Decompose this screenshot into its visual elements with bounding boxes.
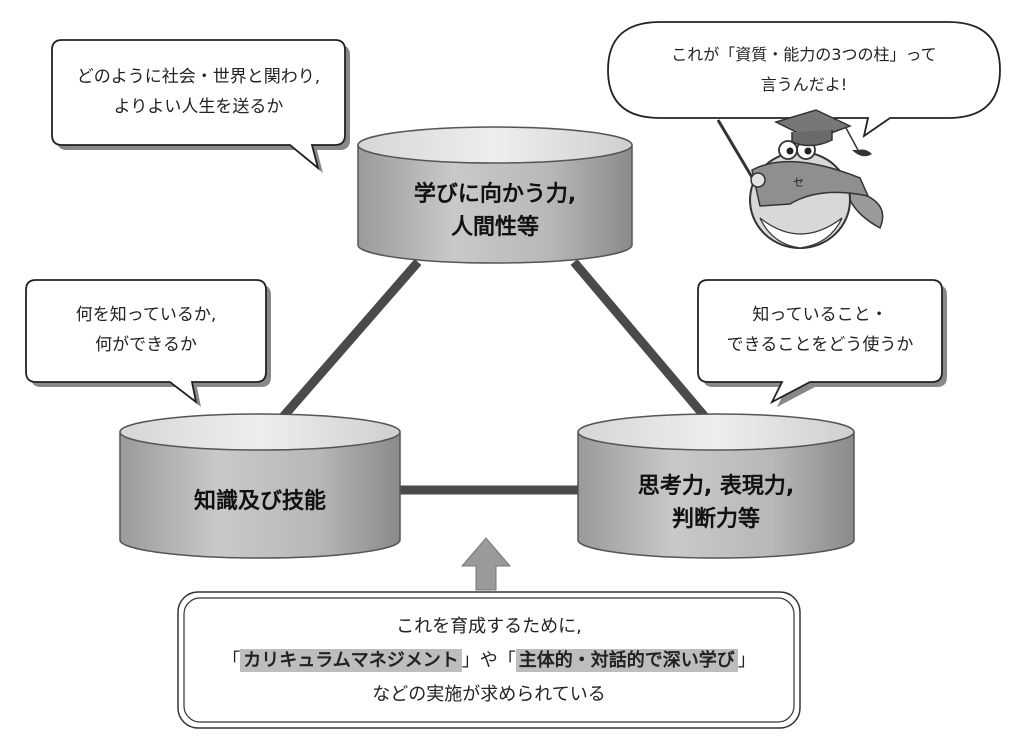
term-active-learning: 主体的・対話的で深い学び [515,649,738,672]
pillar-top-cylinder [357,126,633,264]
pillar-right-line2: 判断力等 [671,507,760,532]
bubble-mascot-shape [607,21,1001,139]
bracket-open-2: 「 [497,650,516,671]
bottom-note: これを育成するために, 「カリキュラムマネジメント」や「主体的・対話的で深い学び… [184,610,794,712]
connector-top-left [278,259,422,421]
bubble-mascot-line1: これが「資質・能力の3つの柱」って [671,45,937,64]
connector-ya: や [479,650,498,671]
bottom-box-shape [177,591,801,729]
bubble-left-line1: 何を知っているか, [75,305,217,325]
bubble-mascot-text: これが「資質・能力の3つの柱」って 言うんだよ! [608,40,1000,100]
bottom-line1: これを育成するために, [396,616,582,637]
bracket-close-1: 」 [461,650,480,671]
pillar-top-line2: 人間性等 [450,215,539,240]
bubble-left-shape [25,279,271,407]
pillar-right-cylinder [577,413,855,559]
bubble-top-left-line2: よりよい人生を送るか [113,97,284,117]
bottom-line3: などの実施が求められている [372,684,606,705]
pillar-left-line1: 知識及び技能 [193,489,326,514]
pillar-left-label: 知識及び技能 [120,485,400,518]
up-arrow-icon [460,537,512,591]
bubble-right-text: 知っていること・ できることをどう使うか [698,300,942,360]
bottom-line2: 「カリキュラムマネジメント」や「主体的・対話的で深い学び」 [184,644,794,678]
pillar-right-line1: 思考力, 表現力, [637,474,795,499]
bracket-close-2: 」 [737,650,756,671]
bubble-right-line2: できることをどう使うか [726,335,914,355]
connector-top-right [570,259,710,421]
pillar-top-line1: 学びに向かう力, [413,182,577,207]
pillar-left-cylinder [119,413,401,559]
mascot-badge-glyph: セ [793,176,804,189]
term-curriculum-management: カリキュラムマネジメント [240,649,462,672]
pillar-top-label: 学びに向かう力, 人間性等 [358,178,632,244]
mascot-character: セ [716,109,884,249]
bracket-open-1: 「 [222,650,241,671]
bubble-left-line2: 何ができるか [95,335,197,355]
bubble-top-left-text: どのように社会・世界と関わり, よりよい人生を送るか [52,62,345,122]
triangle-connectors [278,259,710,495]
bubble-right-shape [697,279,947,407]
pillar-right-label: 思考力, 表現力, 判断力等 [578,470,854,536]
bubble-right-line1: 知っていること・ [752,305,888,325]
bubble-top-left-shape [51,39,350,173]
bubble-top-left-line1: どのように社会・世界と関わり, [76,67,321,87]
bubble-left-text: 何を知っているか, 何ができるか [26,300,266,360]
bubble-mascot-line2: 言うんだよ! [760,75,848,94]
